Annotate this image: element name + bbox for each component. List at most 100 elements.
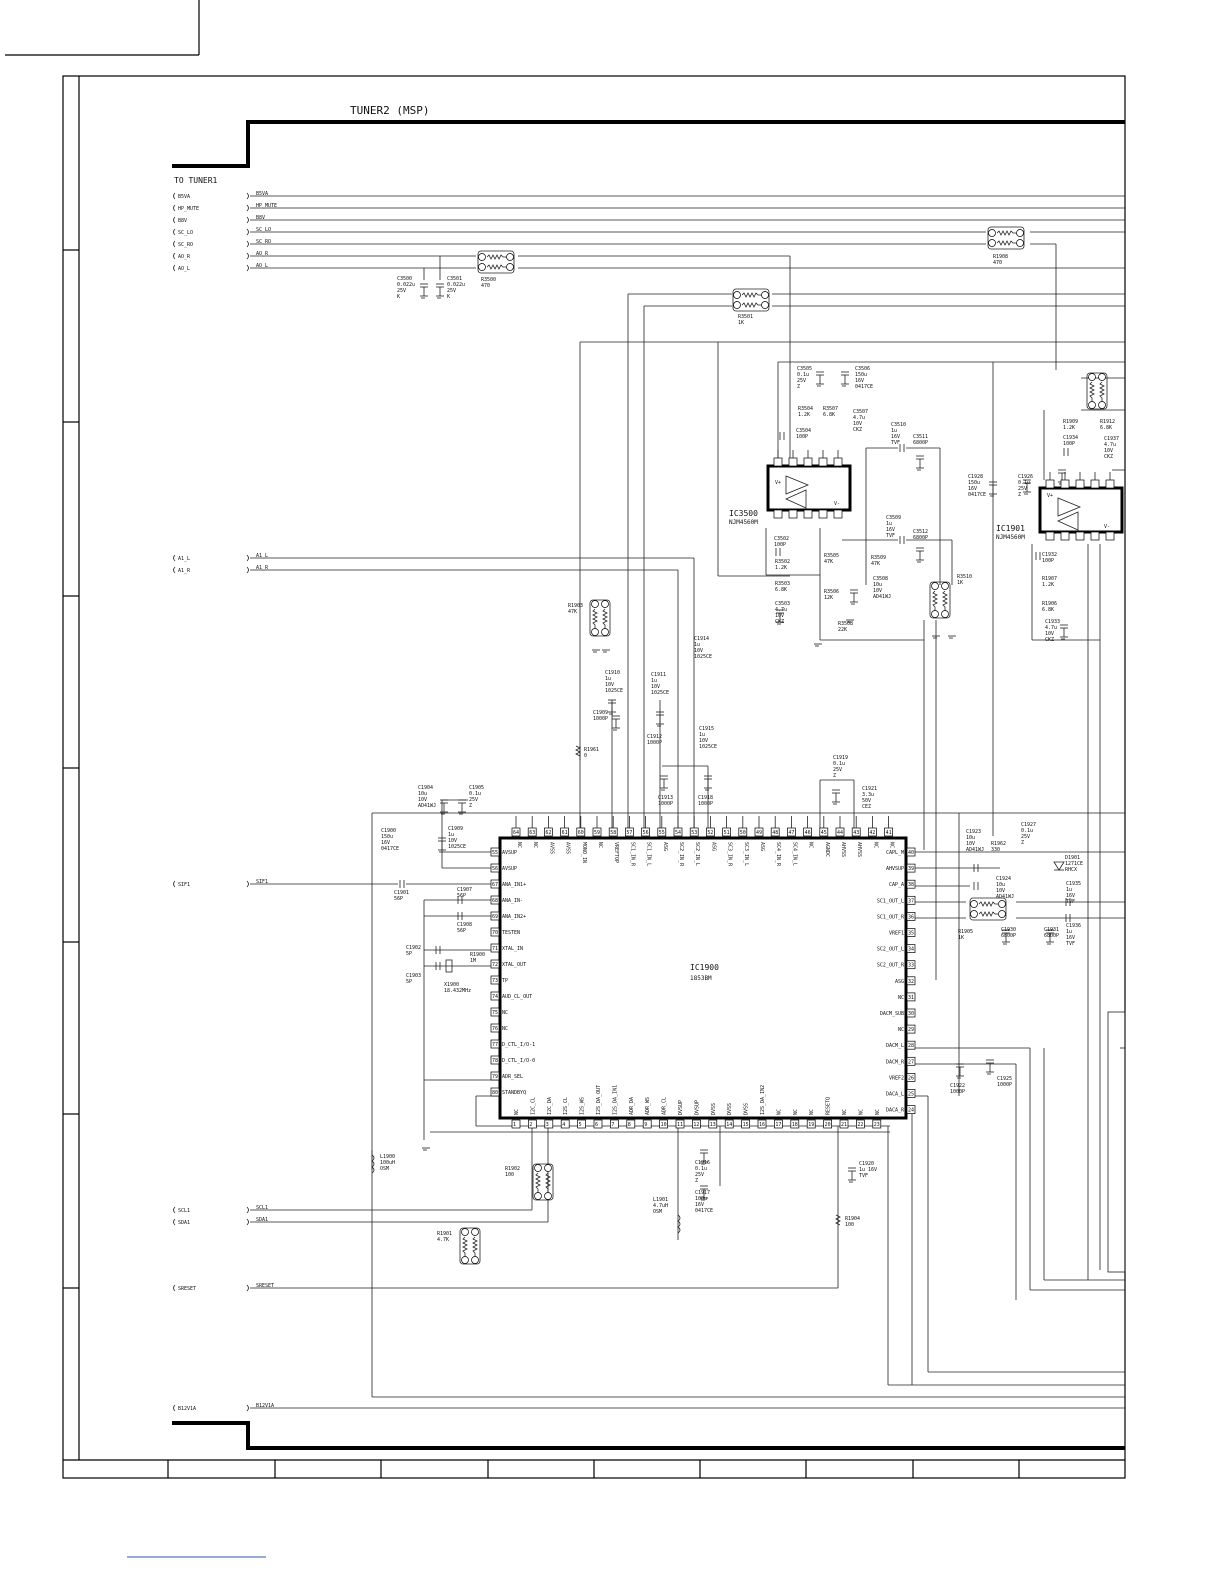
- component-value: 1K: [738, 320, 744, 326]
- pin-name: VREFTOP: [613, 842, 619, 863]
- component-value: 1000P: [698, 801, 713, 807]
- pin-name: NC: [516, 842, 522, 848]
- pin-name: ADR_DA: [629, 1097, 635, 1115]
- ic3500-ref: IC3500: [729, 509, 758, 518]
- component-ref: R3505: [824, 553, 839, 559]
- component-value: 10V: [853, 421, 862, 427]
- resistor-array: [459, 1227, 481, 1265]
- ground-symbol: [602, 649, 610, 653]
- component-value: 6.8K: [775, 587, 787, 593]
- component-value: 12K: [824, 595, 833, 601]
- pin-name: I2C_CL: [530, 1097, 536, 1115]
- pin-name: DVSS: [711, 1103, 717, 1115]
- pin-number: 33: [908, 963, 914, 969]
- component-value: 10V: [966, 841, 975, 847]
- capacitor: [776, 609, 784, 622]
- net-label: B5VA: [256, 191, 268, 197]
- pin-number: 42: [869, 830, 875, 836]
- component-value: 10u: [873, 582, 882, 588]
- component-value: TVF: [859, 1173, 868, 1179]
- resistor-arrays: [459, 226, 1108, 1265]
- net-label: SDA1: [256, 1217, 268, 1223]
- component-value: 10V: [873, 588, 882, 594]
- component-ref: C3506: [855, 366, 870, 372]
- component-value: RHCX: [1065, 867, 1077, 873]
- pin-name: SC4_IN_R: [775, 842, 781, 867]
- component-value: Z: [833, 773, 836, 779]
- pin-name: ADR_WS: [645, 1097, 651, 1115]
- ic1900-pin-1: 1NC: [511, 1109, 521, 1129]
- component-value: 1u: [699, 732, 705, 738]
- capacitor: [816, 371, 824, 384]
- component-value: 16V: [1066, 893, 1075, 899]
- component-value: 10V: [448, 838, 457, 844]
- capacitor: [457, 896, 463, 904]
- component-value: 16V: [891, 434, 900, 440]
- component-ref: R3503: [775, 581, 790, 587]
- pin-number: 47: [788, 830, 794, 836]
- pin-name: SC3_IN_L: [743, 842, 749, 866]
- ground-symbol: [916, 467, 924, 471]
- pin-name: NC: [502, 1026, 508, 1032]
- component-value: 1.2K: [775, 565, 787, 571]
- component-value: TVF: [1066, 899, 1075, 905]
- pin-number: 8: [628, 1122, 631, 1128]
- component-value: 150u: [381, 834, 393, 840]
- pin-name: AUD_CL_OUT: [502, 994, 532, 1000]
- component-value: 1u: [886, 521, 892, 527]
- capacitor: [1065, 914, 1071, 922]
- ic1901-part: NJM4560M: [996, 534, 1025, 541]
- component-value: 56P: [457, 893, 466, 899]
- pin-name: CAPL_M: [886, 850, 904, 856]
- component-value: 56P: [394, 896, 403, 902]
- pin-number: 5: [579, 1122, 582, 1128]
- pin-name: DACA_R: [886, 1108, 905, 1114]
- component-ref: C3502: [774, 536, 789, 542]
- ground-symbol: [814, 643, 822, 647]
- component-ref: C1934: [1063, 435, 1078, 441]
- component-value: 1u: [605, 676, 611, 682]
- component-value: 56P: [457, 928, 466, 934]
- component-value: 1.2K: [1063, 425, 1075, 431]
- pin-number: 19: [808, 1122, 814, 1128]
- capacitor: [832, 789, 840, 802]
- block-outline: [172, 120, 1125, 1450]
- connector-header: TO TUNER1: [174, 176, 218, 185]
- component-ref: C3509: [886, 515, 901, 521]
- pin-name: AGNDC: [824, 842, 830, 857]
- pin-number: 53: [691, 830, 697, 836]
- component-ref: C1933: [1045, 619, 1060, 625]
- net-label: SIF1: [256, 879, 268, 885]
- pin-number: 52: [707, 830, 713, 836]
- component-ref: R3508: [838, 621, 853, 627]
- pin-number: 60: [578, 830, 584, 836]
- capacitor: [457, 912, 463, 920]
- pin-name: NC: [858, 1109, 864, 1115]
- component-value: 10V: [651, 684, 660, 690]
- component-ref: C3505: [797, 366, 812, 372]
- component-value: 100: [845, 1222, 854, 1228]
- capacitor: [420, 283, 428, 296]
- pin-name: NC: [889, 842, 895, 848]
- component-value: AD41WJ: [873, 594, 891, 600]
- component-ref: C3503: [775, 601, 790, 607]
